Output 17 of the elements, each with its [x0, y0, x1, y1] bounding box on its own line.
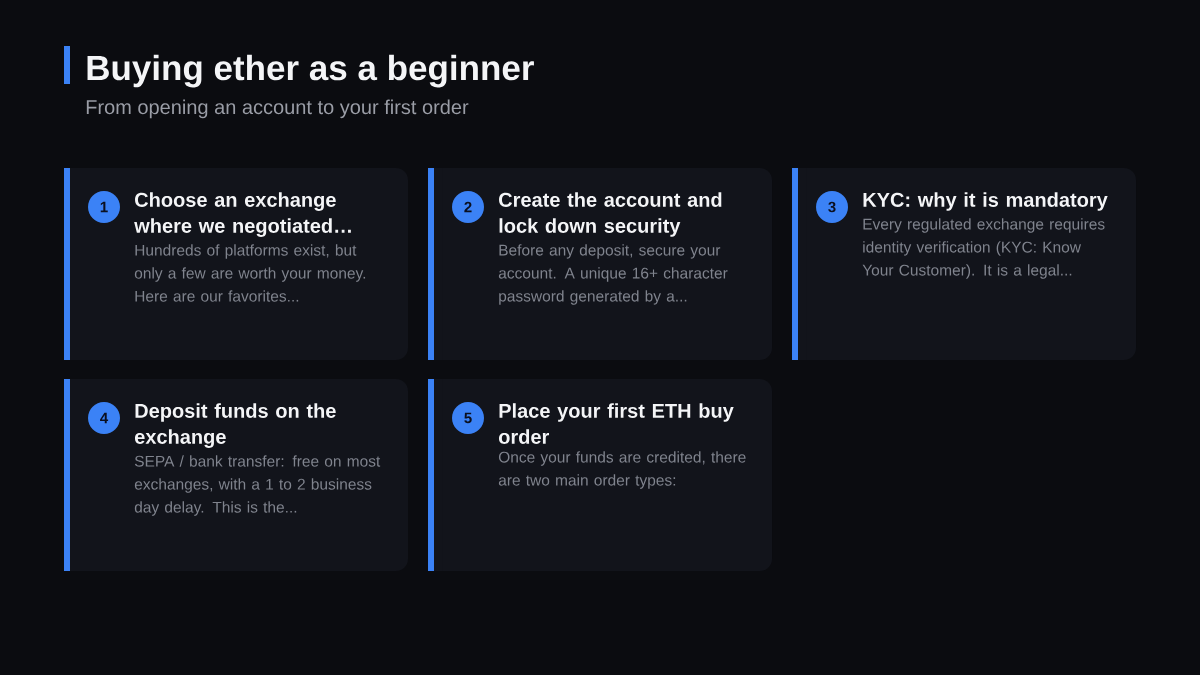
step-heading: Deposit funds on the exchange [135, 403, 336, 448]
step-heading: Place your first ETH buy order [499, 403, 734, 444]
number-badge: 1 [88, 191, 120, 223]
number-badge: 2 [452, 191, 484, 223]
step-description: Once your funds are credited, there are two main order types: [498, 451, 746, 489]
step-heading: KYC: why it is mandatory [863, 192, 1108, 211]
title: Buying ether as a beginner [87, 54, 534, 88]
step-description: Before any deposit, secure your account. A unique 16+ character password generated by a... [498, 244, 728, 305]
step-description: Hundreds of platforms exist, but only a few are worth your money. Here are our favorites... [134, 244, 366, 302]
number-badge: 5 [452, 402, 484, 434]
step-heading: Choose an exchange where we negotiated… [134, 192, 351, 237]
subtitle: From opening an account to your first order [86, 99, 469, 119]
step-description: Every regulated exchange requires identity verification (KYC: Know Your Customer). It is a legal... [862, 218, 1105, 279]
step-description: SEPA / bank transfer: free on most exchanges, with a 1 to 2 business day delay. This is the... [134, 455, 381, 516]
number-badge: 4 [88, 402, 120, 434]
step-heading: Create the account and lock down security [499, 192, 722, 237]
number-badge: 3 [816, 191, 848, 223]
